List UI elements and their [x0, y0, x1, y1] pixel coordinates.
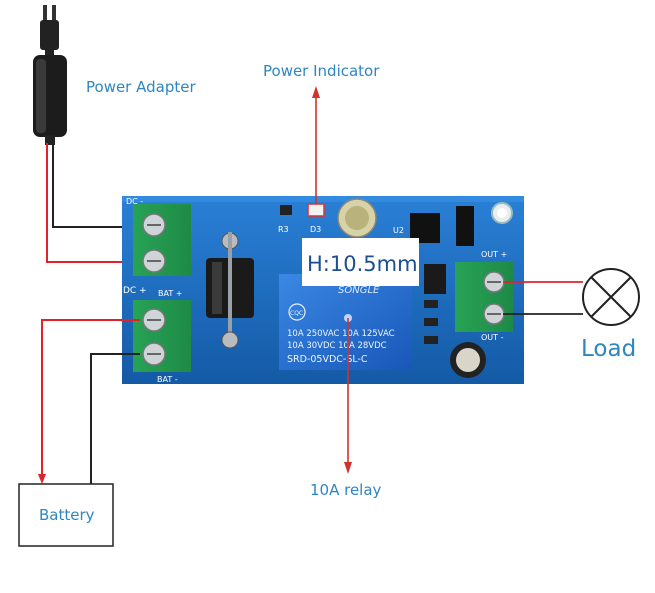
- relay-rating-2: 10A 30VDC 10A 28VDC: [287, 341, 387, 351]
- capacitor-bottom: [450, 342, 486, 378]
- relay: SONGLE CQC 10A 250VAC 10A 125VAC 10A 30V…: [279, 274, 412, 370]
- relay-cqc: CQC: [290, 310, 303, 317]
- load-wires: [503, 281, 583, 315]
- r3-label: R3: [278, 225, 289, 234]
- bat-terminal: [133, 300, 191, 372]
- capacitor-top: [337, 198, 377, 238]
- height-callout: [302, 238, 419, 286]
- bat-minus-label: BAT -: [157, 375, 178, 384]
- diode: [206, 232, 254, 349]
- out-terminal: [455, 262, 513, 332]
- relay-label: 10A relay: [310, 481, 382, 499]
- load-label: Load: [581, 336, 636, 362]
- bat-plus-label: BAT +: [158, 289, 182, 298]
- relay-rating-1: 10A 250VAC 10A 125VAC: [287, 329, 395, 339]
- adapter-wires: [46, 143, 140, 263]
- u2-label: U2: [393, 226, 404, 235]
- d3-label: D3: [310, 225, 321, 234]
- dc-plus-label: DC +: [123, 286, 147, 296]
- power-adapter: [33, 5, 67, 145]
- relay-arrow: [344, 314, 352, 474]
- dc-terminal: [133, 204, 191, 276]
- load-lamp-icon: [582, 268, 640, 326]
- height-label: H:10.5mm: [307, 252, 418, 276]
- battery-wires: [38, 319, 140, 484]
- power-adapter-label: Power Adapter: [86, 78, 196, 96]
- battery-label: Battery: [39, 506, 95, 524]
- board: DC - DC + BAT + BAT - R3 D3: [122, 196, 524, 384]
- power-indicator-label: Power Indicator: [263, 62, 380, 80]
- dc-minus-label: DC -: [126, 197, 143, 206]
- out-plus-label: OUT +: [481, 250, 507, 259]
- battery-box: [18, 483, 114, 547]
- relay-model: SRD-05VDC-SL-C: [287, 354, 368, 365]
- out-minus-label: OUT -: [481, 333, 504, 342]
- power-led: [307, 203, 325, 217]
- relay-brand: SONGLE: [338, 285, 380, 296]
- power-indicator-arrow: [312, 86, 320, 204]
